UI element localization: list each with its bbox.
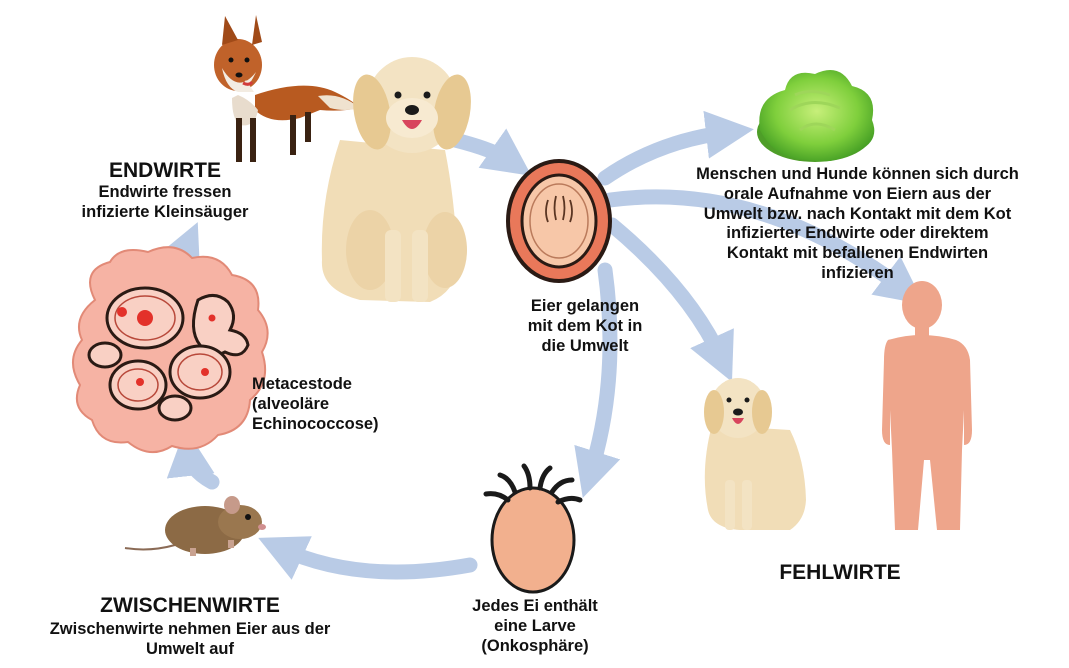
metacestode-label: Metacestode (alveoläre Echinococcose) — [252, 375, 422, 434]
small-dog-icon — [704, 378, 806, 530]
intermediate-hosts-title: ZWISCHENWIRTE — [80, 593, 300, 618]
intermediate-hosts-line: Umwelt auf — [5, 640, 375, 660]
endhosts-line: infizierte Kleinsäuger — [40, 203, 290, 223]
infection-line: Kontakt mit befallenen Endwirten — [650, 244, 1065, 264]
infection-note: Menschen und Hunde können sich durch ora… — [650, 165, 1065, 284]
larva-icon — [486, 466, 580, 592]
intermediate-hosts-line: Zwischenwirte nehmen Eier aus der — [5, 620, 375, 640]
metacestode-line: Metacestode — [252, 375, 422, 395]
infection-line: Umwelt bzw. nach Kontakt mit dem Kot — [650, 205, 1065, 225]
egg-release-line: Eier gelangen — [500, 297, 670, 317]
mouse-icon — [125, 496, 266, 556]
larva-label: Jedes Ei enthält eine Larve (Onkosphäre) — [445, 597, 625, 656]
endhosts-title: ENDWIRTE — [80, 158, 250, 183]
endhosts-description: Endwirte fressen infizierte Kleinsäuger — [40, 183, 290, 223]
larva-line: (Onkosphäre) — [445, 637, 625, 657]
larva-line: eine Larve — [445, 617, 625, 637]
fox-icon — [214, 15, 360, 162]
metacestode-line: Echinococcose) — [252, 415, 422, 435]
dog-icon — [322, 57, 477, 302]
arrow-larva-to-mouse — [280, 548, 470, 572]
infection-line: Menschen und Hunde können sich durch — [650, 165, 1065, 185]
egg-icon — [508, 161, 610, 281]
arrow-dog-to-egg — [455, 140, 512, 162]
aberrant-hosts-title: FEHLWIRTE — [760, 560, 920, 585]
infection-line: infizierter Endwirte oder direktem — [650, 224, 1065, 244]
endhosts-line: Endwirte fressen — [40, 183, 290, 203]
larva-line: Jedes Ei enthält — [445, 597, 625, 617]
human-silhouette-icon — [882, 281, 972, 530]
metacestode-line: (alveoläre — [252, 395, 422, 415]
egg-release-line: die Umwelt — [500, 337, 670, 357]
cyst-icon — [73, 247, 268, 452]
arrow-mouse-to-cyst — [188, 452, 212, 482]
infection-line: orale Aufnahme von Eiern aus der — [650, 185, 1065, 205]
egg-release-line: mit dem Kot in — [500, 317, 670, 337]
intermediate-hosts-description: Zwischenwirte nehmen Eier aus der Umwelt… — [5, 620, 375, 660]
lettuce-icon — [757, 70, 874, 162]
egg-release-label: Eier gelangen mit dem Kot in die Umwelt — [500, 297, 670, 356]
infection-line: infizieren — [650, 264, 1065, 284]
